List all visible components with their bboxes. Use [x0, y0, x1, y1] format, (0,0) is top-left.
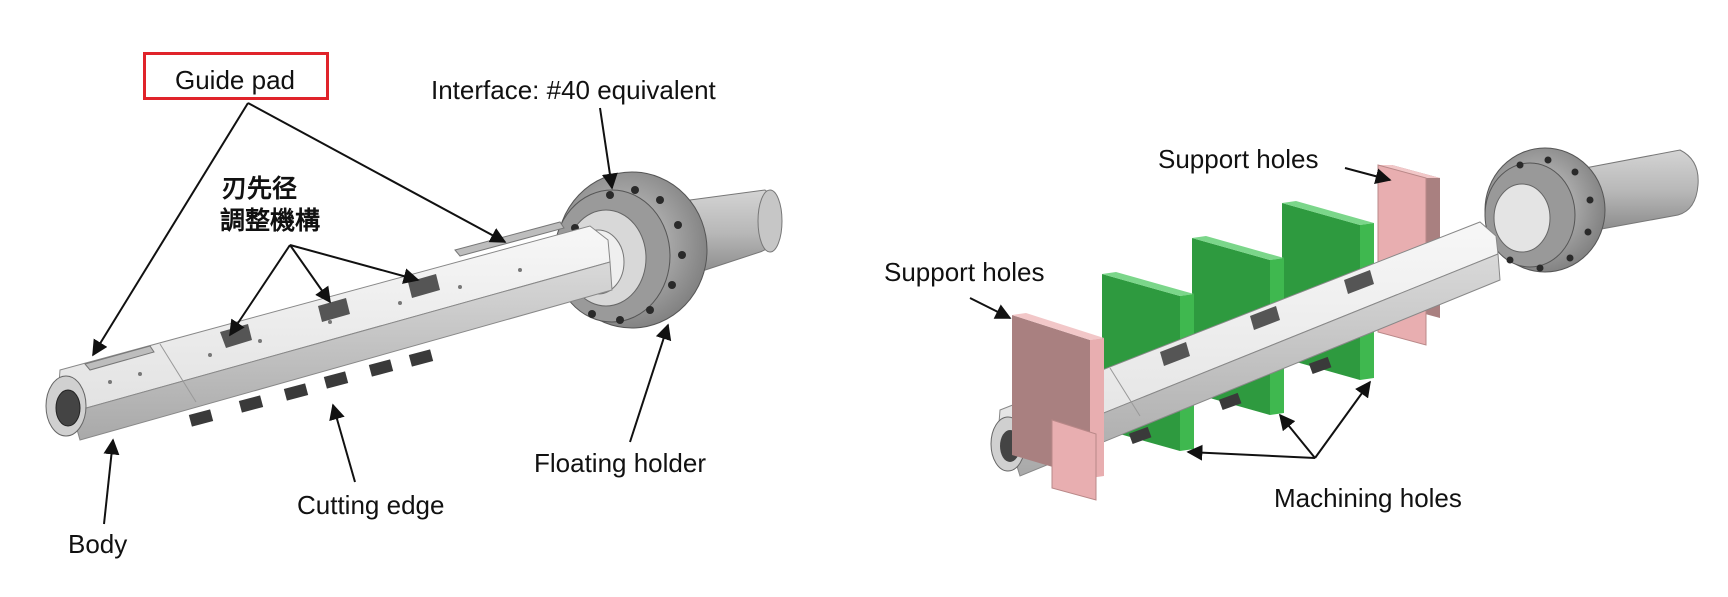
- cutting-edge-row: [188, 349, 434, 427]
- support-block-front: [1012, 313, 1104, 501]
- support-holes-label-top: Support holes: [1158, 144, 1319, 174]
- adjust-insert: [318, 298, 350, 322]
- cutting-edge-label: Cutting edge: [297, 490, 445, 520]
- interface-label: Interface: #40 equivalent: [431, 75, 716, 105]
- floating-holder-label: Floating holder: [534, 448, 706, 478]
- body-label: Body: [68, 529, 128, 559]
- left-leader-lines: [92, 102, 672, 525]
- adjust-mechanism-label-line1: 刃先径: [222, 174, 298, 203]
- left-tool-assembly: [45, 171, 783, 441]
- taper-cone: [689, 189, 783, 276]
- right-tool-assembly: [990, 147, 1699, 501]
- tool-body-shaft: [990, 221, 1501, 477]
- adjust-mechanism-label-line2: 調整機構: [220, 206, 321, 235]
- guide-pad-label: Guide pad: [175, 65, 295, 95]
- machining-holes-label: Machining holes: [1274, 483, 1462, 513]
- support-holes-label-left: Support holes: [884, 257, 1045, 287]
- taper-cone: [1584, 149, 1699, 233]
- tool-body-shaft: [45, 221, 613, 441]
- right-leader-lines: [969, 167, 1392, 461]
- guide-pad-highlight-box: [143, 52, 329, 100]
- floating-holder: [1484, 147, 1606, 273]
